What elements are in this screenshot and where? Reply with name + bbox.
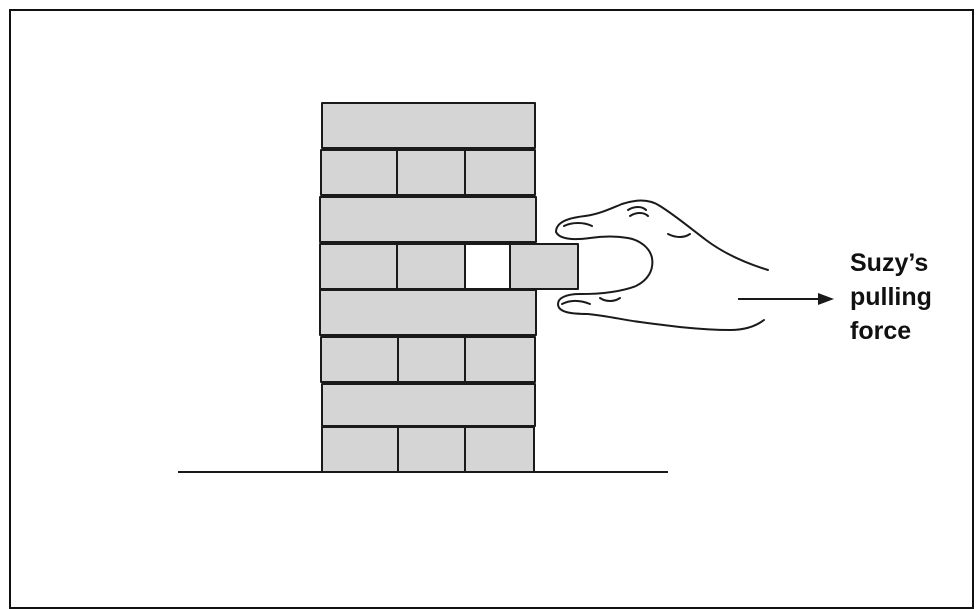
tower-block (464, 336, 536, 383)
tower-block (320, 336, 399, 383)
tower-block (321, 426, 399, 473)
tower-block (321, 102, 536, 149)
pulled-block (509, 243, 579, 290)
tower-block (397, 336, 466, 383)
empty-gap (464, 243, 511, 290)
force-arrow-head (818, 293, 834, 305)
tower-block (319, 289, 537, 336)
jenga-diagram (178, 102, 834, 473)
tower-block (396, 243, 466, 290)
tower-block (396, 149, 466, 196)
tower-block (397, 426, 466, 473)
force-label-line-1: Suzy’s (850, 249, 929, 277)
force-label-line-2: pulling (850, 283, 932, 311)
hand-drawing (555, 199, 769, 331)
force-label-line-3: force (850, 317, 912, 345)
tower-block (320, 149, 398, 196)
tower-block (319, 243, 398, 290)
tower-block (319, 196, 537, 243)
tower-block (464, 426, 535, 473)
tower-block (464, 149, 536, 196)
tower-block (321, 383, 536, 427)
